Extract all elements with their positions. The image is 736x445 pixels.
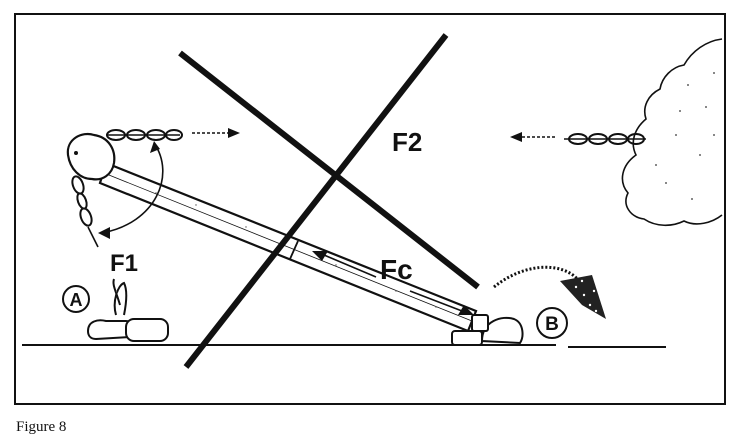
label-fc: Fc [380, 254, 413, 285]
boom-head [66, 132, 116, 181]
boom-head-pin [74, 151, 78, 155]
upper-chain-left [106, 129, 183, 141]
marker-b-label: B [545, 314, 559, 335]
arrow-left-dotted [510, 132, 556, 142]
f1-angle-arc [98, 141, 164, 239]
crane-boom [98, 161, 478, 333]
hoist-chain [71, 175, 99, 248]
cloud-shape [621, 38, 723, 227]
base-fitting-a [86, 278, 169, 342]
figure-caption: Figure 8 [16, 419, 67, 435]
diagram-frame: F1 F2 Fc A B [14, 13, 726, 405]
label-f1: F1 [110, 250, 138, 277]
diagram-canvas: F1 F2 Fc A B [22, 33, 723, 369]
cloud-speckles [655, 72, 715, 200]
b-chain-swing [493, 265, 606, 319]
fc-double-arrow [312, 251, 474, 315]
marker-b: B [536, 307, 568, 339]
base-fitting-b [451, 314, 524, 346]
arrow-right-dotted [192, 128, 240, 138]
marker-a-label: A [70, 290, 83, 310]
cross-out-mark [178, 33, 480, 369]
upper-chain-right [564, 133, 646, 145]
marker-a: A [62, 285, 90, 313]
label-f2: F2 [392, 127, 422, 157]
